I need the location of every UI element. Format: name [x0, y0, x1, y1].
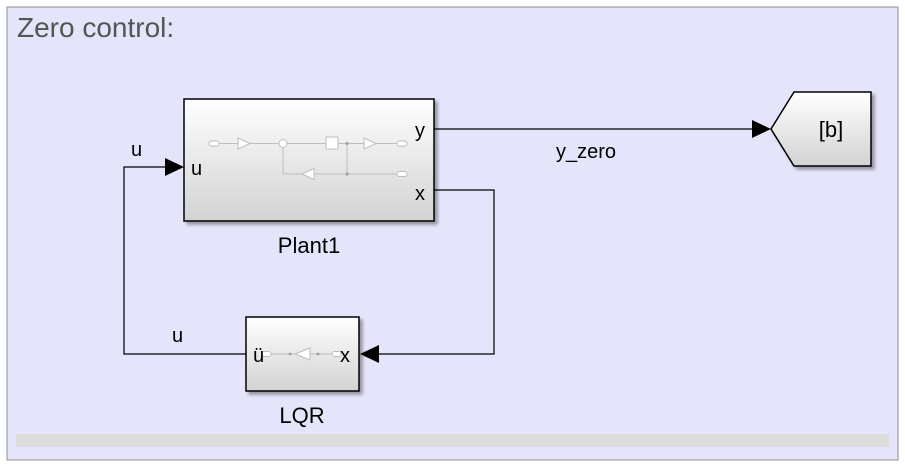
lqr-internal-preview-icon: [261, 347, 342, 361]
signal-label-y-zero[interactable]: y_zero: [556, 141, 616, 163]
goto-block-body[interactable]: [770, 91, 872, 167]
signal-label-u-input[interactable]: u: [131, 139, 142, 161]
horizontal-scrollbar[interactable]: [16, 434, 889, 447]
arrowhead-goto-icon: [752, 120, 771, 138]
lqr-block-name[interactable]: LQR: [279, 403, 324, 428]
plant-internal-preview-icon: [208, 136, 408, 181]
wire-u-feedback[interactable]: [123, 166, 246, 355]
wire-group: [123, 120, 771, 363]
plant-block-name[interactable]: Plant1: [278, 233, 340, 258]
lqr-output-port-u[interactable]: ü: [253, 345, 264, 367]
lqr-input-port-x[interactable]: x: [340, 345, 350, 367]
arrowhead-plant-input-icon: [165, 158, 184, 176]
plant-block-body[interactable]: [183, 98, 435, 222]
area-title: Zero control:: [17, 12, 174, 43]
wire-x-feedback[interactable]: [379, 189, 495, 355]
plant-output-port-y[interactable]: y: [415, 120, 425, 142]
plant-output-port-x[interactable]: x: [415, 183, 425, 205]
goto-block[interactable]: [b]: [770, 91, 872, 167]
area-annotation[interactable]: [6, 6, 899, 461]
arrowhead-lqr-input-icon: [360, 345, 379, 363]
lqr-block[interactable]: ü x LQR: [245, 316, 360, 428]
goto-tag-label: [b]: [819, 117, 843, 142]
plant-input-port-u[interactable]: u: [191, 158, 202, 180]
plant-block[interactable]: u y x Plant1: [183, 98, 435, 258]
signal-label-u-feedback[interactable]: u: [172, 325, 183, 347]
